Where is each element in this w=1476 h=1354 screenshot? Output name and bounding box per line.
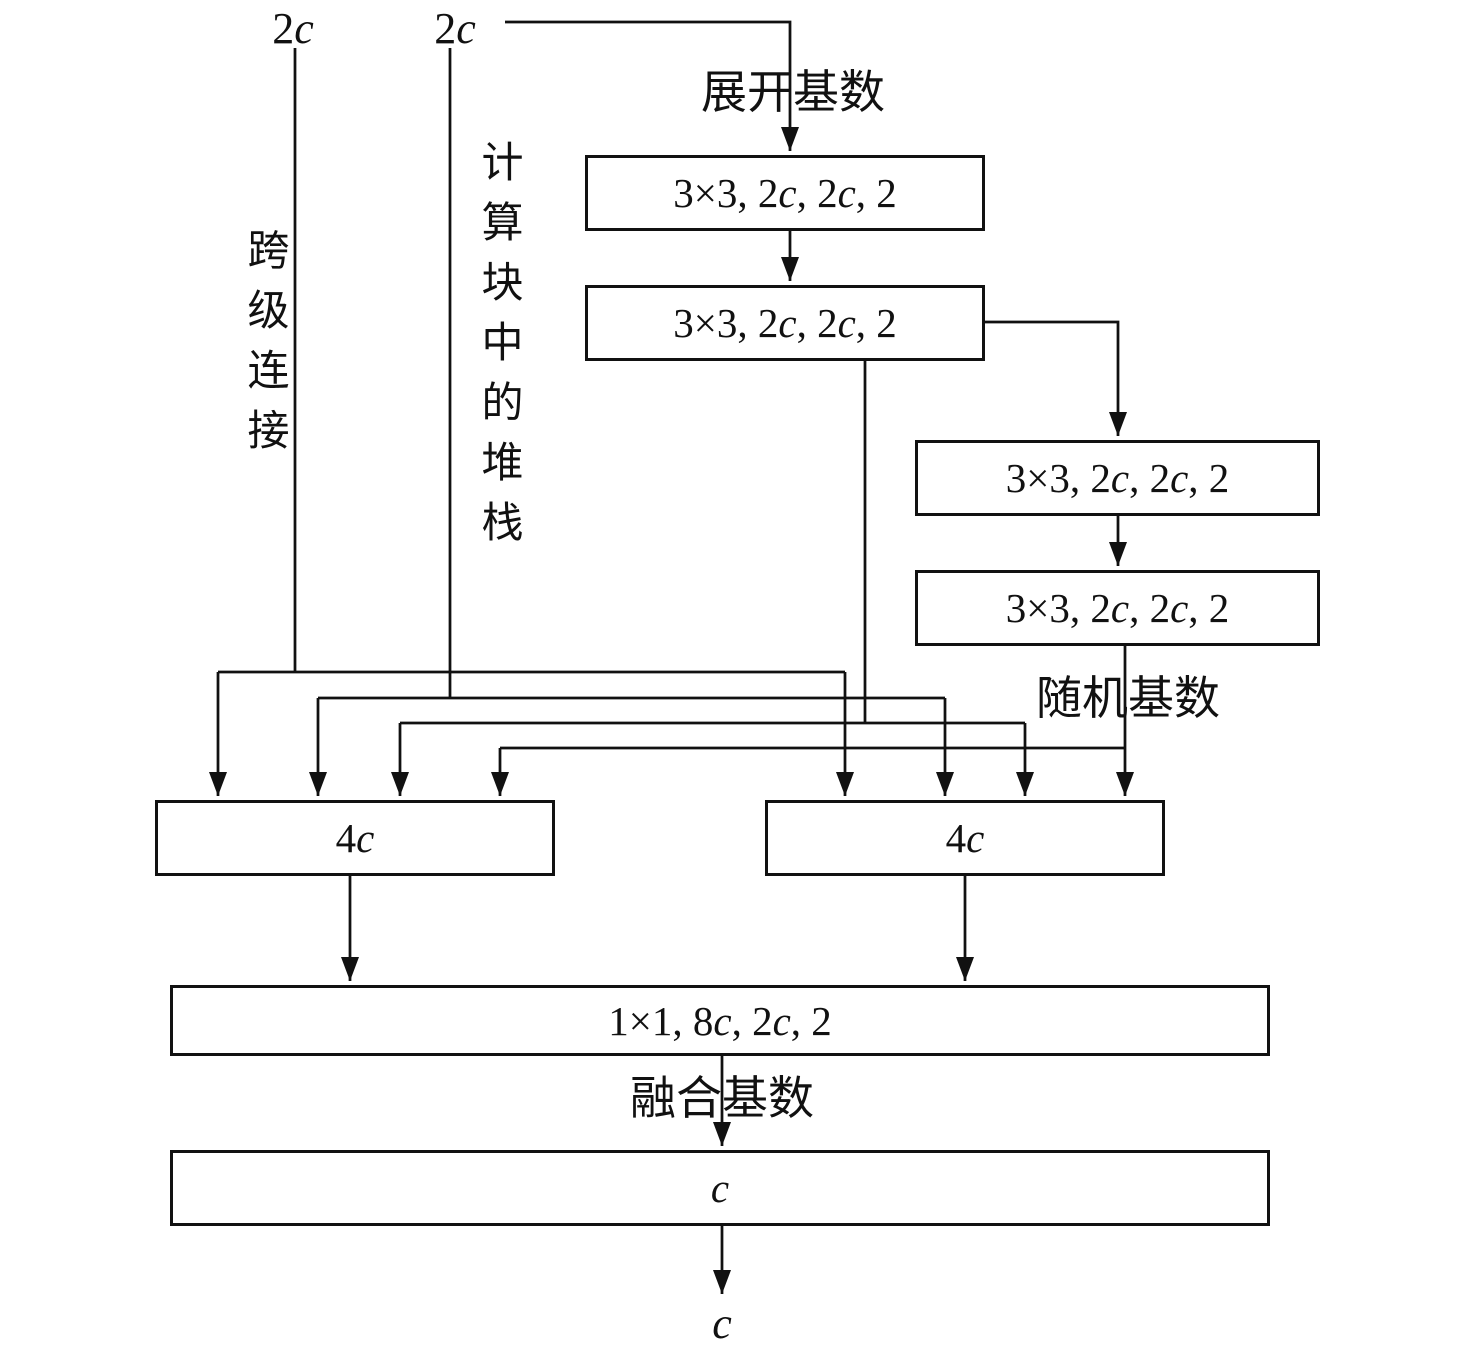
expand-cardinality-label: 展开基数: [701, 67, 885, 118]
random-cardinality-label: 随机基数: [1036, 673, 1220, 724]
arrow-edges: [209, 20, 1134, 1294]
output-label: c: [712, 1299, 732, 1348]
input-right-label: 2c: [434, 4, 476, 53]
input-left-label: 2c: [272, 4, 314, 53]
fusion-cardinality-label: 融合基数: [630, 1073, 814, 1124]
output-channels-box: c: [170, 1150, 1270, 1226]
input-right-to-conv1-edge: [505, 20, 799, 151]
cross-stage-connection-label: 跨级连接: [241, 228, 287, 468]
plain-edges: [218, 48, 1127, 750]
conv2-to-conv3-edge: [985, 320, 1127, 436]
stack-in-compute-block-label: 计算块中的堆栈: [475, 140, 521, 560]
